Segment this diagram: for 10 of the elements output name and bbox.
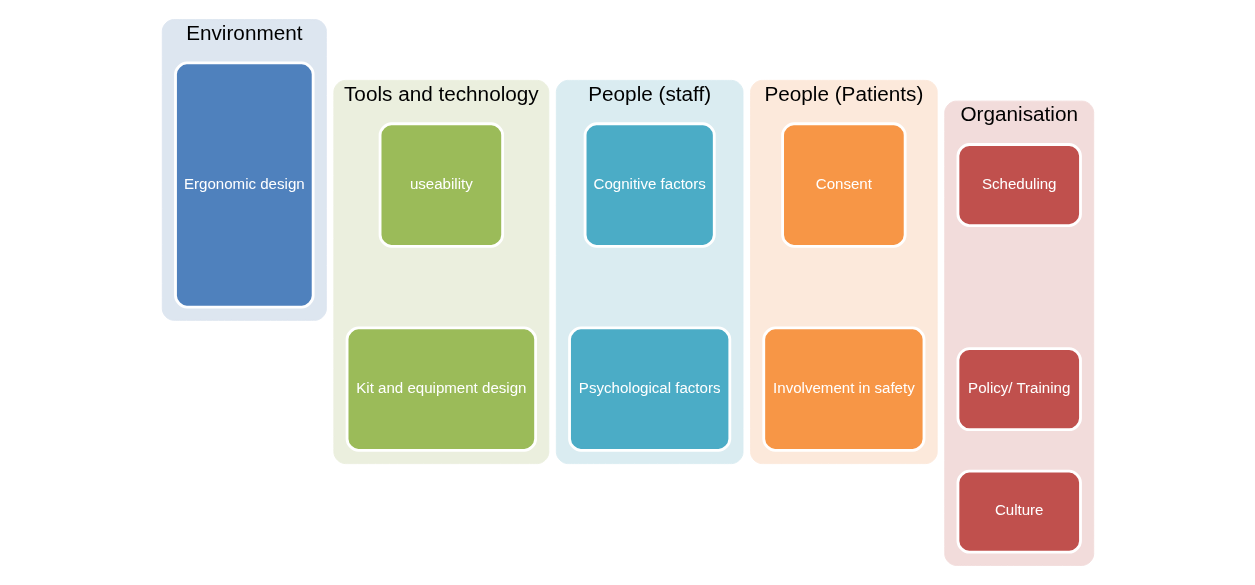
node-box: Policy/ Training — [956, 347, 1082, 432]
node-box: Consent — [780, 122, 907, 248]
node-box: Ergonomic design — [173, 61, 315, 309]
node-box: Psychological factors — [567, 326, 731, 452]
node-box: Kit and equipment design — [345, 326, 537, 452]
node-box: Scheduling — [956, 143, 1082, 227]
node-box: useability — [378, 122, 504, 248]
node-box: Culture — [956, 469, 1082, 554]
node-box: Cognitive factors — [583, 122, 716, 248]
node-box: Involvement in safety — [761, 326, 925, 452]
